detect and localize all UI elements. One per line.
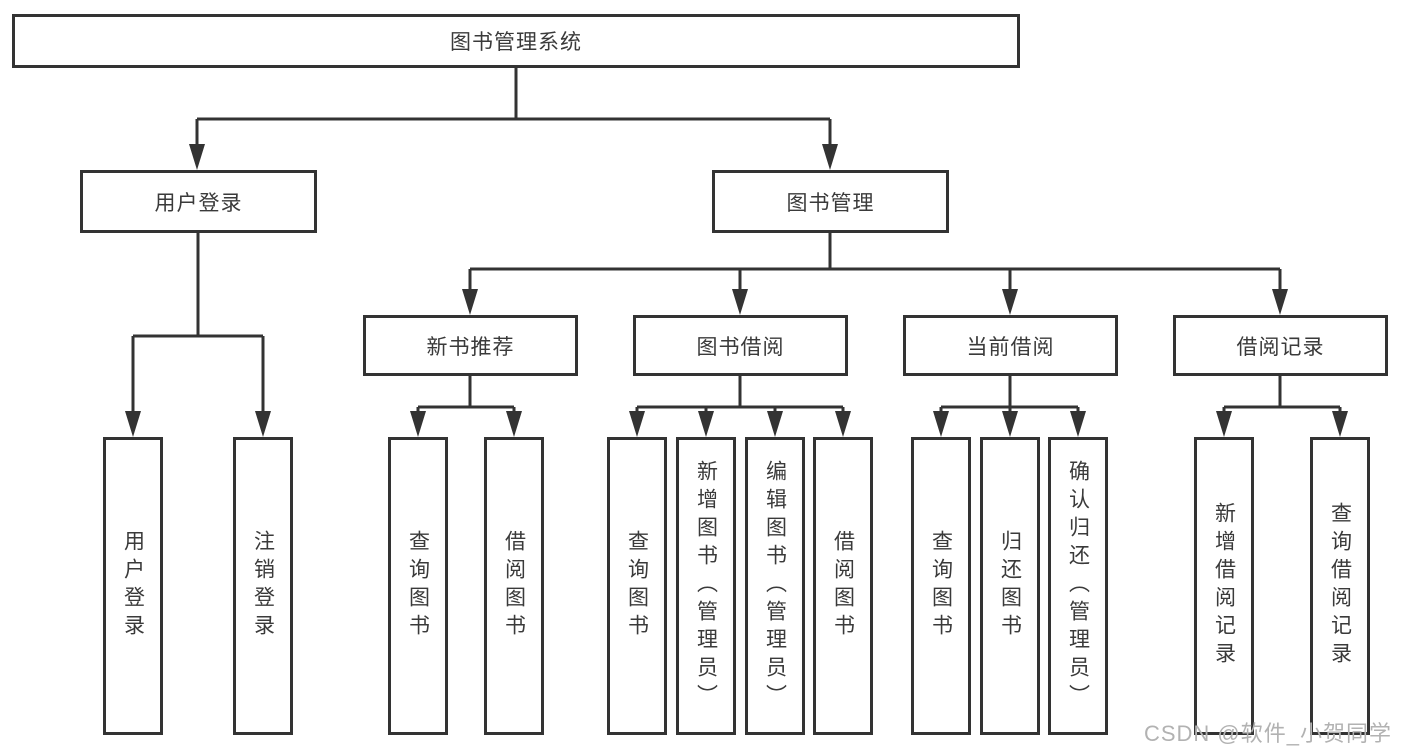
leaf-current-return-books-label: 归还图书 <box>998 530 1022 642</box>
node-book-management-label: 图书管理 <box>786 191 875 215</box>
leaf-logout-label: 注销登录 <box>251 530 275 642</box>
leaf-borrow-edit-book-admin: 编辑图书（管理员） <box>745 437 805 735</box>
leaf-user-login: 用户登录 <box>103 437 163 735</box>
leaf-records-add-borrow-record: 新增借阅记录 <box>1194 437 1254 735</box>
leaf-logout: 注销登录 <box>233 437 293 735</box>
node-library-system-label: 图书管理系统 <box>450 31 582 54</box>
node-new-book-recommend-label: 新书推荐 <box>426 335 515 359</box>
leaf-borrow-borrow-books-label: 借阅图书 <box>831 530 855 642</box>
arrowheads-down <box>125 144 1348 437</box>
leaf-current-query-books: 查询图书 <box>911 437 971 735</box>
leaf-records-query-borrow-record-label: 查询借阅记录 <box>1328 502 1352 670</box>
leaf-records-query-borrow-record: 查询借阅记录 <box>1310 437 1370 735</box>
leaf-borrow-query-books: 查询图书 <box>607 437 667 735</box>
leaf-records-add-borrow-record-label: 新增借阅记录 <box>1212 502 1236 670</box>
leaf-current-query-books-label: 查询图书 <box>929 530 953 642</box>
node-current-borrowing: 当前借阅 <box>903 315 1118 376</box>
leaf-borrow-add-book-admin-label: 新增图书（管理员） <box>694 460 718 712</box>
leaf-current-confirm-return-admin-label: 确认归还（管理员） <box>1066 460 1090 712</box>
leaf-newbook-query-books: 查询图书 <box>388 437 448 735</box>
node-current-borrowing-label: 当前借阅 <box>966 335 1055 359</box>
node-book-borrowing-label: 图书借阅 <box>696 335 785 359</box>
leaf-current-return-books: 归还图书 <box>980 437 1040 735</box>
watermark-text: CSDN @软件_小贺同学 <box>1143 721 1392 746</box>
leaf-current-confirm-return-admin: 确认归还（管理员） <box>1048 437 1108 735</box>
node-library-system: 图书管理系统 <box>12 14 1020 68</box>
node-borrowing-records-label: 借阅记录 <box>1236 335 1325 359</box>
leaf-newbook-borrow-books-label: 借阅图书 <box>502 530 526 642</box>
leaf-borrow-edit-book-admin-label: 编辑图书（管理员） <box>763 460 787 712</box>
leaf-newbook-borrow-books: 借阅图书 <box>484 437 544 735</box>
node-user-login: 用户登录 <box>80 170 317 233</box>
leaf-user-login-label: 用户登录 <box>121 530 145 642</box>
node-new-book-recommend: 新书推荐 <box>363 315 578 376</box>
leaf-borrow-borrow-books: 借阅图书 <box>813 437 873 735</box>
leaf-newbook-query-books-label: 查询图书 <box>406 530 430 642</box>
node-user-login-label: 用户登录 <box>154 191 243 215</box>
node-book-management: 图书管理 <box>712 170 949 233</box>
leaf-borrow-query-books-label: 查询图书 <box>625 530 649 642</box>
node-book-borrowing: 图书借阅 <box>633 315 848 376</box>
node-borrowing-records: 借阅记录 <box>1173 315 1388 376</box>
leaf-borrow-add-book-admin: 新增图书（管理员） <box>676 437 736 735</box>
